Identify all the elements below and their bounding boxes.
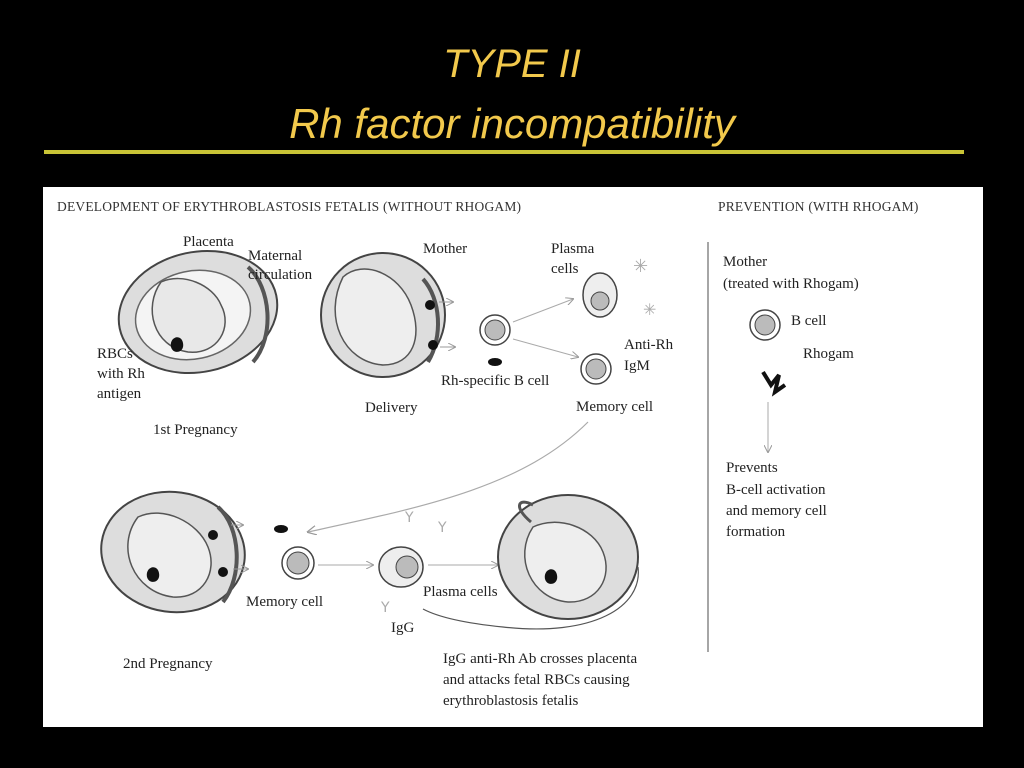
slide-title-type: TYPE II [443,42,581,86]
label-rbcs-2: with Rh [97,366,145,382]
rh-specific-b-cell [479,314,511,366]
label-prevents-4: formation [726,524,786,540]
label-mother-treated-2: (treated with Rhogam) [723,276,859,292]
label-rbcs-3: antigen [97,386,142,402]
svg-text:✳: ✳ [643,300,656,319]
label-rh-specific-b-cell: Rh-specific B cell [441,373,550,389]
svg-text:✳: ✳ [633,256,648,277]
caption-igg-1: IgG anti-Rh Ab crosses placenta [443,651,638,667]
label-anti-rh-1: Anti-Rh [624,337,674,353]
arrow-memory-to-second [308,421,589,532]
label-prevents-3: and memory cell [726,503,827,519]
label-rbcs-1: RBCs [97,346,133,362]
label-delivery: Delivery [365,400,418,416]
slide-title-topic: Rh factor incompatibility [289,100,735,147]
label-plasma-cells-bottom: Plasma cells [423,584,498,600]
label-rhogam: Rhogam [803,346,854,362]
title-underline [44,150,964,154]
svg-text:Y: Y [380,600,390,616]
label-plasma-2: cells [551,261,579,277]
label-first-pregnancy: 1st Pregnancy [153,422,238,438]
header-with-rhogam: PREVENTION (WITH RHOGAM) [718,199,919,214]
diagram-artwork: ✳ ✳ [100,242,787,652]
label-placenta: Placenta [183,234,234,250]
arrow-to-plasma [512,299,573,323]
plasma-cell-top: ✳ ✳ [582,256,656,319]
svg-text:Y: Y [404,510,414,526]
caption-igg-3: erythroblastosis fetalis [443,693,579,709]
uterus-first-pregnancy [117,249,279,375]
uterus-delivery [320,252,455,378]
label-mother: Mother [423,241,468,257]
uterus-attacked [422,494,639,630]
arrow-to-memory [512,338,578,357]
uterus-second-pregnancy [100,490,252,614]
label-igg: IgG [391,620,415,636]
label-prevents-2: B-cell activation [726,482,826,498]
label-plasma-1: Plasma [551,241,595,257]
memory-cell-bottom [274,525,315,580]
label-second-pregnancy: 2nd Pregnancy [123,656,213,672]
svg-text:Y: Y [437,520,447,536]
plasma-cell-bottom: Y Y Y [378,510,447,616]
memory-cell-top [580,353,612,385]
label-maternal-1: Maternal [248,248,303,264]
b-cell-with-rhogam [749,309,787,397]
label-maternal-2: circulation [248,267,313,283]
label-prevents-1: Prevents [726,460,778,476]
label-memory-cell-bottom: Memory cell [246,594,324,610]
diagram-panel: ✳ ✳ [43,187,983,727]
label-mother-treated-1: Mother [723,254,768,270]
label-memory-cell-top: Memory cell [576,399,654,415]
label-b-cell: B cell [791,313,827,329]
label-anti-rh-2: IgM [624,358,650,374]
caption-igg-2: and attacks fetal RBCs causing [443,672,630,688]
header-without-rhogam: DEVELOPMENT OF ERYTHROBLASTOSIS FETALIS … [57,199,522,214]
